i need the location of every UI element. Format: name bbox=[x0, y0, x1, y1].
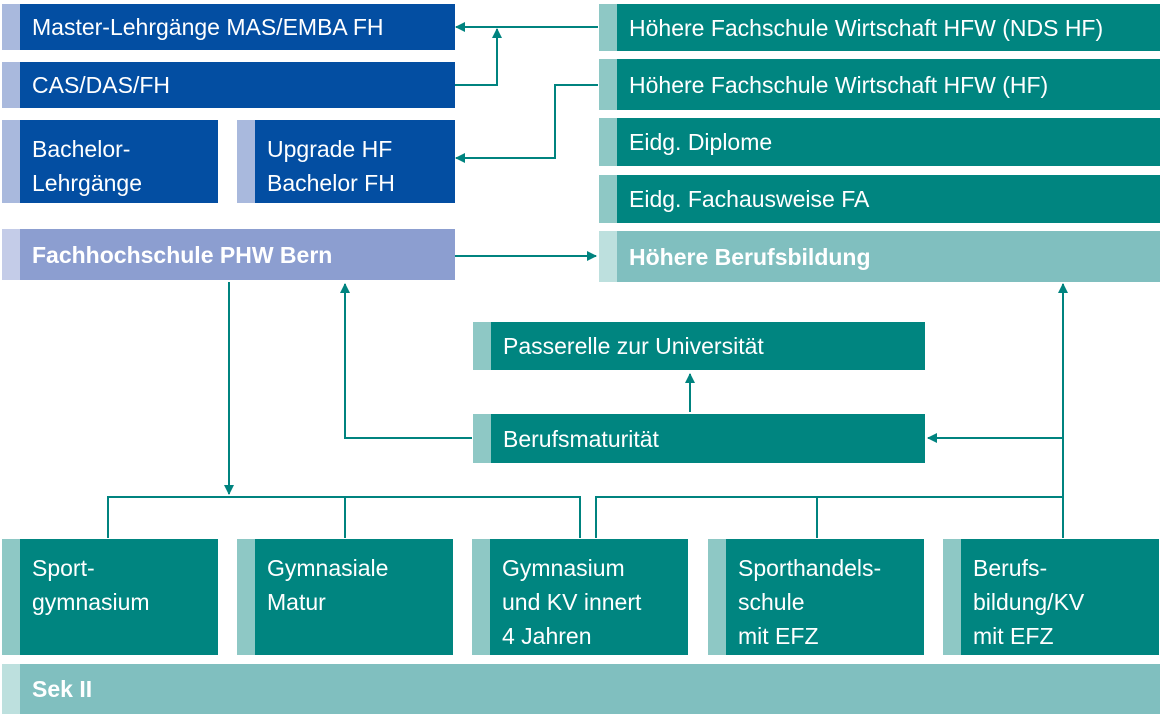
box-cas: CAS/DAS/FH bbox=[2, 62, 455, 108]
box-gymnasiale-matur: Gymnasiale Matur bbox=[237, 539, 453, 655]
box-bachelor: Bachelor- Lehrgänge bbox=[2, 120, 218, 203]
box-gymnasium-kv: Gymnasium und KV innert 4 Jahren bbox=[472, 539, 688, 655]
box-sportgymnasium: Sport- gymnasium bbox=[2, 539, 218, 655]
box-fachausweise: Eidg. Fachausweise FA bbox=[599, 175, 1160, 223]
box-mas: Master-Lehrgänge MAS/EMBA FH bbox=[2, 4, 455, 50]
box-hoehere-berufsbildung: Höhere Berufsbildung bbox=[599, 231, 1160, 282]
box-berufsbildung: Berufs- bildung/KV mit EFZ bbox=[943, 539, 1159, 655]
box-hfw-hf: Höhere Fachschule Wirtschaft HFW (HF) bbox=[599, 59, 1160, 110]
box-sporthandelsschule: Sporthandels- schule mit EFZ bbox=[708, 539, 924, 655]
box-berufsmaturitaet: Berufsmaturität bbox=[473, 414, 925, 463]
box-passerelle: Passerelle zur Universität bbox=[473, 322, 925, 370]
box-sek-ii: Sek II bbox=[2, 664, 1160, 714]
box-phw: Fachhochschule PHW Bern bbox=[2, 229, 455, 280]
arrow-cas-to-mas bbox=[455, 28, 502, 86]
arrow-hf-to-upgrade bbox=[455, 84, 598, 163]
box-upgrade: Upgrade HF Bachelor FH bbox=[237, 120, 455, 203]
box-hfw-nds: Höhere Fachschule Wirtschaft HFW (NDS HF… bbox=[599, 4, 1160, 51]
bus-right bbox=[595, 496, 1063, 538]
arrow-bm-to-phw bbox=[340, 283, 472, 439]
box-diplome: Eidg. Diplome bbox=[599, 118, 1160, 166]
